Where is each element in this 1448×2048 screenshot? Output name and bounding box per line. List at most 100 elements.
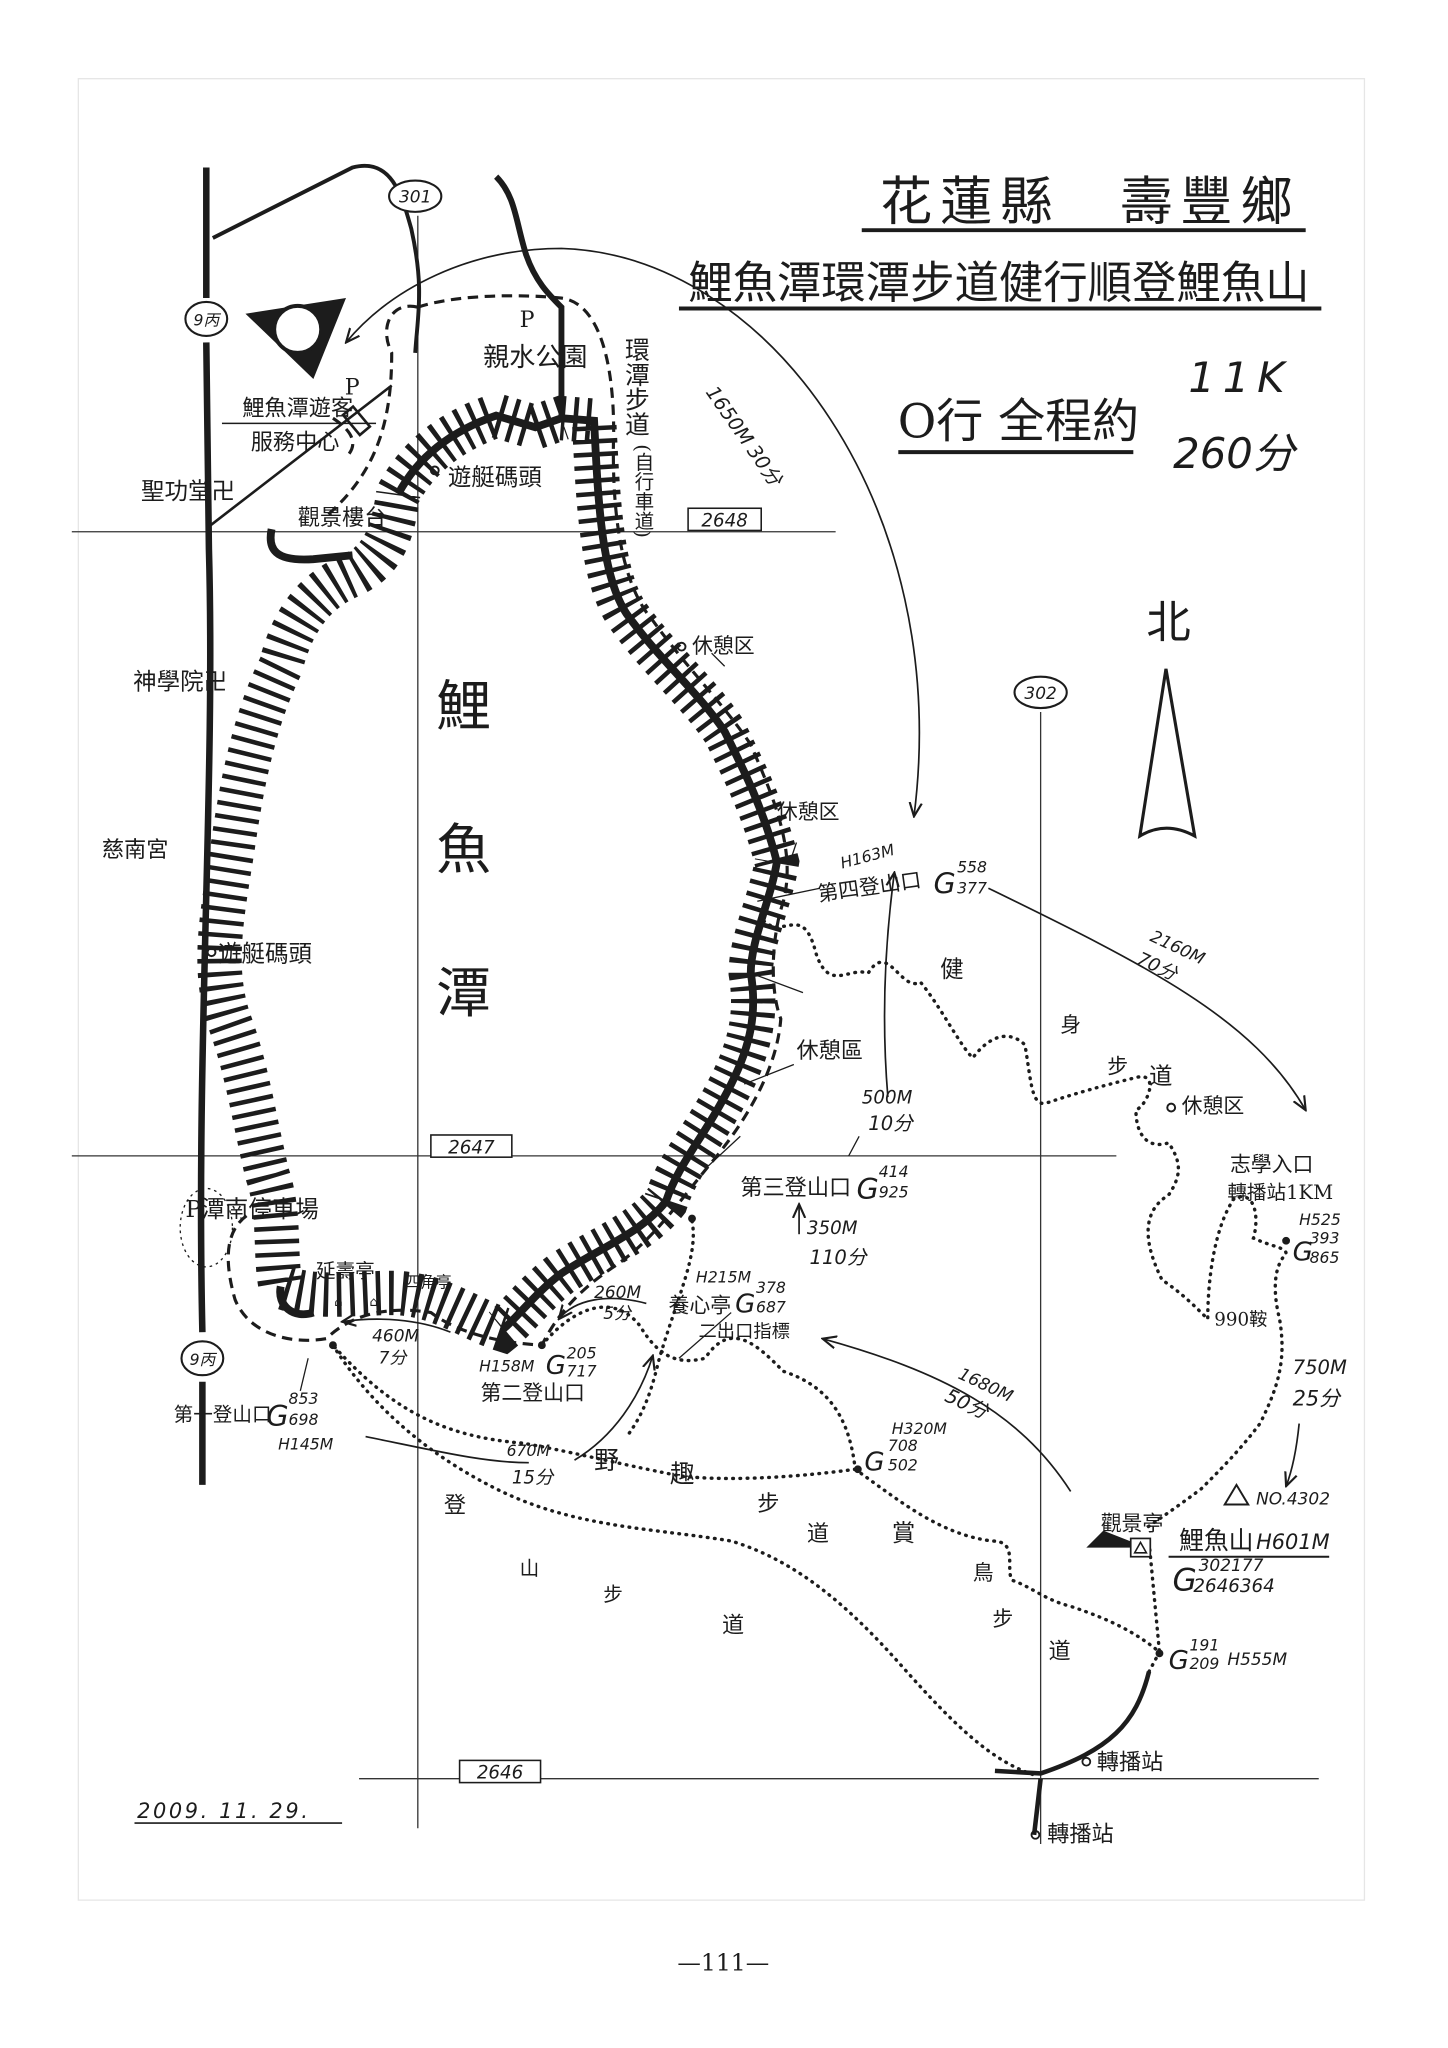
gps-bottom: 377 xyxy=(957,878,987,897)
rest-area-label: 休憩區 xyxy=(796,1038,863,1064)
gps-top: 302177 xyxy=(1199,1556,1264,1576)
south-parking-label: P潭南停車場 xyxy=(185,1195,318,1223)
elevation: H215M xyxy=(696,1268,752,1287)
bird-trail-char: 賞 xyxy=(892,1519,916,1547)
grid-label-2647: 2647 xyxy=(430,1134,513,1158)
grid-label-text: 2648 xyxy=(701,511,747,532)
trailhead-name: 第一登山口 xyxy=(174,1403,272,1426)
summary-label: O行 全程約 xyxy=(898,395,1139,450)
gps-top: 708 xyxy=(888,1436,918,1455)
rest-area-label: 休憩区 xyxy=(1182,1094,1245,1118)
segment-time: 7分 xyxy=(379,1348,409,1368)
gps-bottom: 698 xyxy=(289,1410,319,1429)
parking-icon: P xyxy=(345,375,360,401)
relay-station-label: 轉播站 xyxy=(1097,1750,1164,1776)
waterfront-park-label: 親水公園 xyxy=(483,343,587,373)
elevation: H555M xyxy=(1227,1650,1287,1670)
parking-icon: P xyxy=(520,307,535,333)
gps-bottom: 865 xyxy=(1310,1248,1340,1267)
gps-top: 378 xyxy=(756,1278,786,1297)
gps-bottom: 2646364 xyxy=(1193,1576,1274,1597)
fitness-trail-char: 步 xyxy=(1107,1055,1128,1079)
gps-prefix: G xyxy=(1293,1237,1313,1267)
visitor-center-label: 鯉魚潭遊客 xyxy=(242,396,353,422)
saddle-990-label: 990鞍 xyxy=(1214,1310,1267,1331)
lake-carp-pond xyxy=(197,392,800,1355)
elevation: H601M xyxy=(1256,1530,1330,1554)
segment-2160m: 2160M 70分 xyxy=(1133,927,1208,986)
wild-trail-char: 步 xyxy=(757,1491,779,1517)
segment-time: 110分 xyxy=(810,1246,869,1269)
segment-750m: 750M 25分 xyxy=(1293,1356,1347,1410)
pier-marker xyxy=(206,947,217,958)
wild-trail-char: 野 xyxy=(594,1446,619,1475)
square-pavilion-label: 四角亭 xyxy=(405,1273,452,1292)
benchmark-icon xyxy=(1222,1483,1250,1506)
benchmark-number: NO.4302 xyxy=(1256,1489,1330,1509)
first-trailhead: 第一登山口 G 853 698 H145M xyxy=(174,1341,337,1454)
road-marker-301: 301 xyxy=(388,179,443,213)
rest-area-label: 休憩区 xyxy=(777,800,840,824)
yangxin-pavilion: H215M 養心亭 G 378 687 二出口指標 xyxy=(669,1268,790,1343)
gps-prefix: G xyxy=(546,1351,566,1381)
segment-distance: 350M xyxy=(807,1218,858,1239)
elevation: H525 xyxy=(1299,1210,1341,1229)
grid-label-text: 2647 xyxy=(448,1137,495,1158)
gps-prefix: G xyxy=(1173,1563,1197,1599)
gps-top: 191 xyxy=(1189,1636,1219,1655)
trailhead-name: 第四登山口 xyxy=(816,868,923,906)
gps-bottom: 925 xyxy=(879,1183,909,1202)
segment-350m: 350M 110分 xyxy=(807,1218,869,1269)
gps-bottom: 717 xyxy=(567,1362,597,1381)
segment-time: 10分 xyxy=(868,1112,915,1135)
elevation: H320M xyxy=(892,1419,948,1438)
observation-deck-label: 觀景樓台 xyxy=(298,505,387,531)
seminary-label: 神學院卍 xyxy=(133,668,227,696)
bird-trail-char: 鳥 xyxy=(973,1561,994,1585)
junction-h320: H320M G 708 502 xyxy=(853,1419,948,1478)
visitor-center-building xyxy=(341,404,372,437)
grid-label-2646: 2646 xyxy=(458,1759,542,1784)
bike-path-label: (自行車道) xyxy=(631,444,654,538)
bird-trail-char: 步 xyxy=(992,1607,1013,1631)
bird-trail-char: 道 xyxy=(1048,1639,1070,1665)
road-marker-9a-north: 9丙 xyxy=(184,300,229,337)
lake-label-3: 潭 xyxy=(436,961,491,1025)
boat-pier-west-label: 遊艇碼頭 xyxy=(218,939,312,967)
gps-prefix: G xyxy=(735,1290,755,1320)
segment-500m: 500M 10分 xyxy=(862,1088,915,1135)
climb-trail-char: 山 xyxy=(520,1557,540,1580)
segment-distance: 260M xyxy=(594,1283,641,1303)
pavilion-icon: ⌂ xyxy=(334,1295,342,1310)
gps-prefix: G xyxy=(864,1448,884,1478)
gps-bottom: 209 xyxy=(1189,1654,1219,1673)
fitness-trail-char: 健 xyxy=(940,955,964,983)
gps-top: 558 xyxy=(957,858,987,877)
place-name: 觀景亭 xyxy=(1101,1512,1164,1536)
gps-prefix: G xyxy=(934,866,956,900)
segment-time: 15分 xyxy=(512,1468,555,1489)
relay-station-label: 轉播站 xyxy=(1047,1821,1114,1847)
segment-460m: 460M 7分 xyxy=(372,1326,419,1368)
segment-1650m: 1650M 30分 xyxy=(701,382,788,492)
lake-trail-label: 環潭步道 xyxy=(621,337,650,436)
segment-260m: 260M 5分 xyxy=(594,1283,641,1324)
place-name: 養心亭 xyxy=(669,1294,732,1318)
segment-distance: 500M xyxy=(862,1088,913,1109)
grid-lines xyxy=(71,215,1319,1844)
pier-marker xyxy=(429,465,440,476)
road-marker-9a-south: 9丙 xyxy=(180,1340,225,1377)
summit-carp-mountain: 觀景亭 NO.4302 鯉魚山 H601M G 302177 2646364 xyxy=(1086,1483,1330,1599)
total-distance: 11K xyxy=(1188,353,1292,402)
gps-prefix: G xyxy=(857,1172,879,1206)
junction-h555: G 191 209 H555M xyxy=(1155,1636,1287,1676)
climb-trail-char: 步 xyxy=(603,1583,623,1606)
second-trailhead: H158M G 205 717 第二登山口 xyxy=(479,1341,597,1405)
segment-distance: 750M xyxy=(1293,1356,1347,1379)
wild-trail-char: 趣 xyxy=(670,1459,695,1488)
lake-label-1: 鯉 xyxy=(436,674,491,738)
lake-label-2: 魚 xyxy=(436,818,491,882)
segment-670m: 670M 15分 xyxy=(507,1441,555,1488)
third-trailhead: 第三登山口 G 414 925 xyxy=(688,1162,909,1223)
